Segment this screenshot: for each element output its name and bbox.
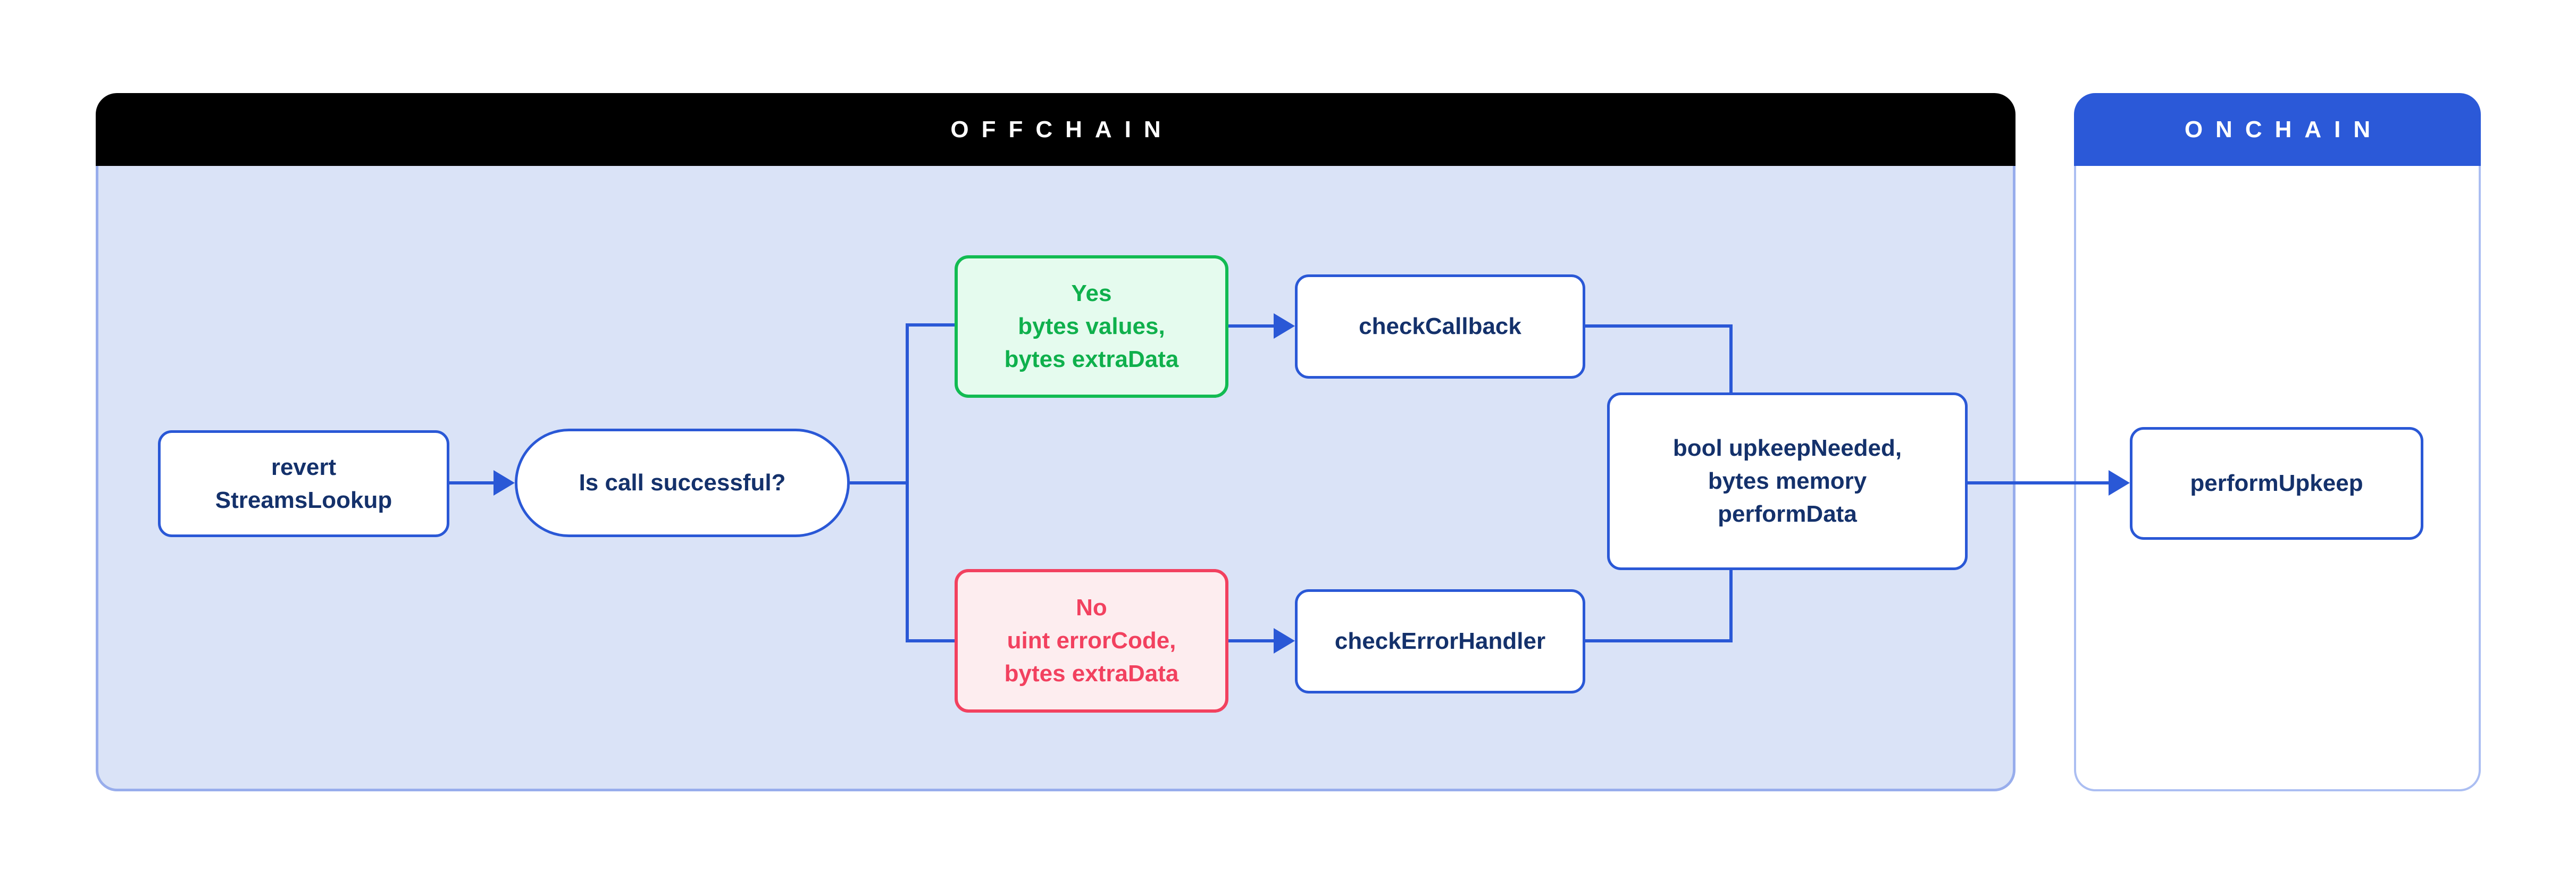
edge-revert-to-question-arrowhead-icon	[494, 470, 515, 496]
node-checkcallback: checkCallback	[1295, 274, 1585, 379]
edge-yes-to-checkcallback-arrowhead-icon	[1274, 313, 1295, 339]
offchain-title: OFFCHAIN	[950, 116, 1174, 143]
node-upkeep-result: bool upkeepNeeded, bytes memory performD…	[1607, 392, 1968, 570]
node-yes-branch: Yes bytes values, bytes extraData	[955, 255, 1228, 398]
edge-no-to-checkerrorhandler-line	[1228, 639, 1276, 642]
edge-revert-to-question-line	[449, 481, 496, 484]
edge-no-to-checkerrorhandler-arrowhead-icon	[1274, 628, 1295, 654]
edge-checkcallback-to-result-vline	[1729, 324, 1733, 395]
edge-branch-to-no-line	[906, 639, 956, 642]
node-checkerrorhandler: checkErrorHandler	[1295, 589, 1585, 693]
node-revert-streamslookup: revert StreamsLookup	[158, 430, 449, 537]
edge-result-to-performupkeep-line	[1968, 481, 2111, 484]
edge-checkcallback-to-result-hline	[1585, 324, 1733, 328]
onchain-title: ONCHAIN	[2184, 116, 2383, 143]
edge-yes-to-checkcallback-line	[1228, 324, 1276, 328]
edge-checkerrorhandler-to-result-vline	[1729, 568, 1733, 642]
branch-vertical-line	[906, 323, 909, 642]
node-no-branch: No uint errorCode, bytes extraData	[955, 569, 1228, 713]
edge-branch-to-yes-line	[906, 323, 956, 327]
edge-question-to-branch-line	[850, 481, 909, 484]
node-performupkeep: performUpkeep	[2130, 427, 2423, 540]
edge-checkerrorhandler-to-result-hline	[1585, 639, 1733, 642]
offchain-header: OFFCHAIN	[96, 93, 2015, 166]
edge-result-to-performupkeep-arrowhead-icon	[2109, 470, 2130, 496]
onchain-header: ONCHAIN	[2074, 93, 2481, 166]
node-is-call-successful: Is call successful?	[515, 429, 850, 537]
